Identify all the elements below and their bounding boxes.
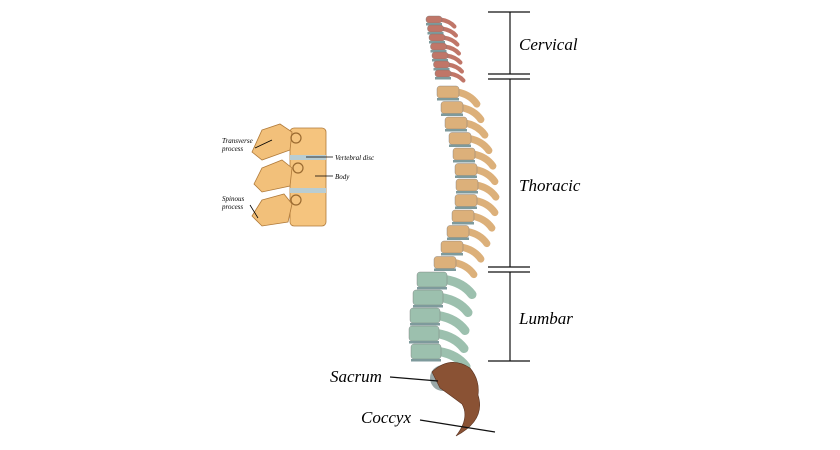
thoracic-vertebra [444, 116, 468, 130]
cervical-vertebra [428, 33, 446, 42]
lumbar-disc [410, 323, 440, 326]
thoracic-vertebra [448, 132, 472, 145]
thoracic-disc [455, 206, 477, 209]
thoracic-disc [441, 253, 463, 256]
label-lumbar: Lumbar [518, 309, 573, 328]
lumbar-process [433, 311, 470, 335]
label-transverse-process-1: Transverse [222, 137, 253, 145]
label-transverse-process-2: process [221, 145, 243, 153]
label-spinous-process-2: process [221, 203, 243, 211]
thoracic-disc [449, 144, 471, 147]
thoracic-vertebra [451, 209, 475, 223]
thoracic-vertebra [454, 194, 478, 207]
thoracic-vertebra [440, 240, 464, 254]
thoracic-disc [445, 129, 467, 132]
thoracic-process [463, 227, 491, 248]
vertebra-detail-illustration [249, 123, 333, 227]
spine-illustration [408, 15, 500, 437]
cervical-disc [435, 77, 451, 80]
lumbar-disc [411, 359, 441, 362]
thoracic-vertebra [436, 85, 460, 99]
thoracic-vertebra [452, 147, 476, 161]
cervical-disc [429, 41, 445, 44]
thoracic-disc [441, 113, 463, 116]
label-coccyx: Coccyx [361, 408, 411, 427]
lumbar-vertebra [410, 343, 442, 360]
cervical-vertebra [431, 51, 449, 60]
lumbar-process [440, 275, 477, 299]
thoracic-process [471, 196, 499, 217]
thoracic-disc [434, 268, 456, 271]
thoracic-disc [452, 222, 474, 225]
cervical-disc [430, 50, 447, 53]
cervical-vertebra [434, 69, 452, 78]
region-brackets [389, 11, 530, 433]
lumbar-disc [417, 287, 447, 290]
thoracic-process [457, 243, 485, 263]
cervical-disc [432, 59, 448, 62]
thoracic-process [472, 181, 500, 201]
thoracic-process [468, 212, 496, 232]
thoracic-vertebra [455, 178, 479, 192]
thoracic-process [471, 165, 499, 186]
lumbar-process [436, 293, 473, 317]
cervical-vertebra [427, 24, 444, 33]
thoracic-vertebra [446, 225, 470, 238]
label-vertebral-disc: Vertebral disc [335, 154, 375, 162]
label-spinous-process-1: Spinous [222, 195, 244, 203]
thoracic-disc [455, 175, 477, 178]
thoracic-disc [453, 160, 475, 163]
lumbar-vertebra [408, 325, 440, 342]
thoracic-disc [456, 191, 478, 194]
thoracic-process [450, 258, 478, 279]
lumbar-process [434, 347, 471, 371]
label-thoracic: Thoracic [519, 176, 581, 195]
cervical-disc [427, 32, 444, 35]
lumbar-vertebra [412, 289, 444, 306]
cervical-vertebra [430, 42, 447, 51]
lumbar-disc [413, 305, 443, 308]
thoracic-disc [437, 98, 459, 101]
label-sacrum: Sacrum [330, 367, 382, 386]
cervical-vertebra [425, 15, 443, 24]
thoracic-vertebra [433, 256, 457, 269]
lumbar-vertebra [416, 271, 448, 288]
lumbar-vertebra [409, 307, 441, 324]
thoracic-vertebra [440, 101, 464, 114]
cervical-disc [433, 68, 450, 71]
label-body: Body [335, 173, 350, 181]
cervical-vertebra [433, 60, 450, 69]
thoracic-vertebra [454, 163, 478, 176]
lumbar-disc [409, 341, 439, 344]
sacrum-coccyx [431, 362, 480, 437]
cervical-disc [426, 23, 442, 26]
lumbar-process [432, 329, 469, 353]
label-cervical: Cervical [519, 35, 578, 54]
thoracic-disc [447, 237, 469, 240]
